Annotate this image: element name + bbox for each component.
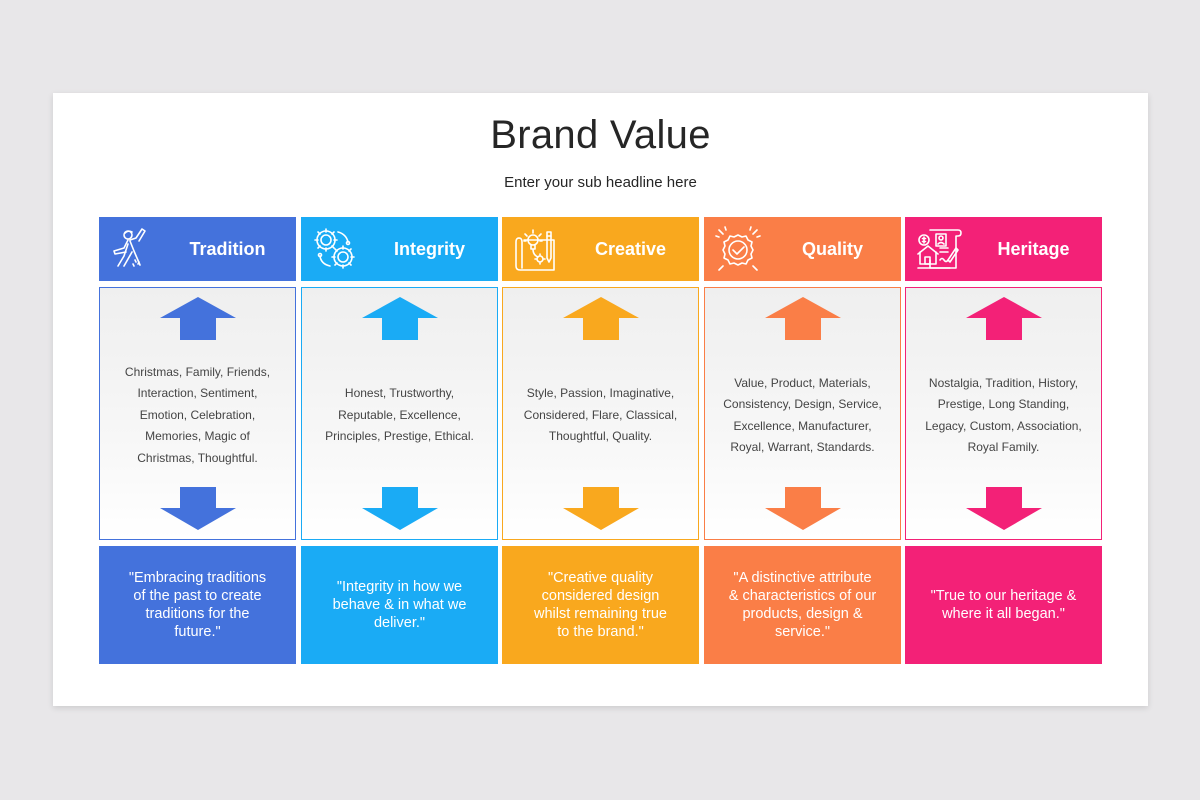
- keywords-text: Nostalgia, Tradition, History, Prestige,…: [925, 375, 1082, 455]
- keywords-text: Honest, Trustworthy, Reputable, Excellen…: [325, 386, 474, 444]
- arrow-down-icon: [765, 487, 841, 530]
- keywords-text: Value, Product, Materials, Consistency, …: [723, 375, 882, 455]
- column-header: Quality: [704, 217, 901, 281]
- quote-box: "Creative quality considered design whil…: [502, 546, 699, 664]
- quote-box: "A distinctive attribute & characteristi…: [704, 546, 901, 664]
- keywords-text: Christmas, Family, Friends, Interaction,…: [124, 364, 271, 465]
- arrow-up-icon: [362, 297, 438, 340]
- quote-box: "Embracing traditions of the past to cre…: [99, 546, 296, 664]
- keywords-panel: Style, Passion, Imaginative, Considered,…: [502, 287, 699, 540]
- quote-box: "True to our heritage & where it all beg…: [905, 546, 1102, 664]
- column-label: Quality: [801, 239, 863, 259]
- keywords-panel: Christmas, Family, Friends, Interaction,…: [99, 287, 296, 540]
- column-header: Creative: [502, 217, 699, 281]
- column-header: Tradition: [99, 217, 296, 281]
- gears-icon: [314, 228, 355, 269]
- keywords-text: Style, Passion, Imaginative, Considered,…: [523, 386, 678, 444]
- arrow-down-icon: [160, 487, 236, 530]
- slide: Brand Value Enter your sub headline here…: [53, 93, 1148, 706]
- arrow-up-icon: [160, 297, 236, 340]
- keywords-panel: Honest, Trustworthy, Reputable, Excellen…: [301, 287, 498, 540]
- quote-box: "Integrity in how we behave & in what we…: [301, 546, 498, 664]
- keywords-panel: Nostalgia, Tradition, History, Prestige,…: [905, 287, 1102, 540]
- keywords-panel: Value, Product, Materials, Consistency, …: [704, 287, 901, 540]
- page-title: Brand Value: [490, 113, 711, 157]
- arrow-down-icon: [362, 487, 438, 530]
- arrow-up-icon: [563, 297, 639, 340]
- deed-house-icon: [917, 229, 962, 269]
- column-header: Integrity: [301, 217, 498, 281]
- column-label: Heritage: [997, 239, 1070, 259]
- arrow-up-icon: [765, 297, 841, 340]
- badge-check-icon: [715, 226, 761, 271]
- arrow-up-icon: [966, 297, 1042, 340]
- column-header: Heritage: [905, 217, 1102, 281]
- blueprint-idea-icon: [515, 229, 555, 271]
- column-label: Tradition: [189, 239, 266, 259]
- arrow-down-icon: [563, 487, 639, 530]
- dancer-icon: [113, 228, 146, 267]
- sub-headline: Enter your sub headline here: [504, 174, 697, 191]
- column-label: Creative: [594, 239, 667, 259]
- column-label: Integrity: [393, 239, 465, 259]
- arrow-down-icon: [966, 487, 1042, 530]
